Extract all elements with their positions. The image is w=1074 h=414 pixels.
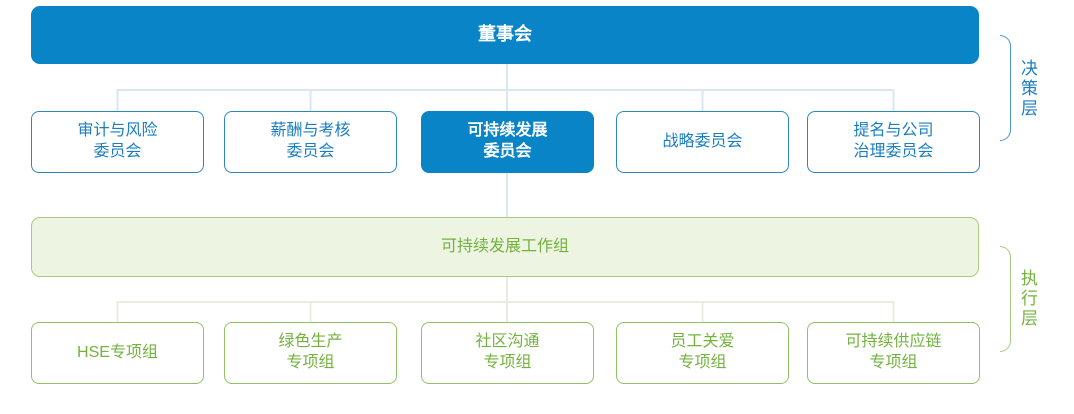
board-of-directors-box: 董事会 xyxy=(31,6,979,64)
task-group-sustainable-supply-chain-box: 可持续供应链 专项组 xyxy=(807,322,980,384)
committee-strategy-box: 战略委员会 xyxy=(616,111,789,173)
decision-layer-bracket xyxy=(1000,35,1011,141)
task-group-employee-care-box: 员工关爱 专项组 xyxy=(616,322,789,384)
decision-layer-label: 决策层 xyxy=(1018,59,1037,119)
execution-layer-bracket xyxy=(1000,246,1011,352)
task-group-hse-box: HSE专项组 xyxy=(31,322,204,384)
committee-nomination-governance-box: 提名与公司 治理委员会 xyxy=(807,111,980,173)
task-group-green-production-box: 绿色生产 专项组 xyxy=(224,322,397,384)
sustainable-development-working-group-box: 可持续发展工作组 xyxy=(31,217,979,277)
execution-layer-label: 执行层 xyxy=(1018,269,1037,329)
committee-audit-risk-box: 审计与风险 委员会 xyxy=(31,111,204,173)
task-group-community-communication-box: 社区沟通 专项组 xyxy=(421,322,594,384)
committee-remuneration-appraisal-box: 薪酬与考核 委员会 xyxy=(224,111,397,173)
committee-sustainable-development-box: 可持续发展 委员会 xyxy=(421,111,594,173)
